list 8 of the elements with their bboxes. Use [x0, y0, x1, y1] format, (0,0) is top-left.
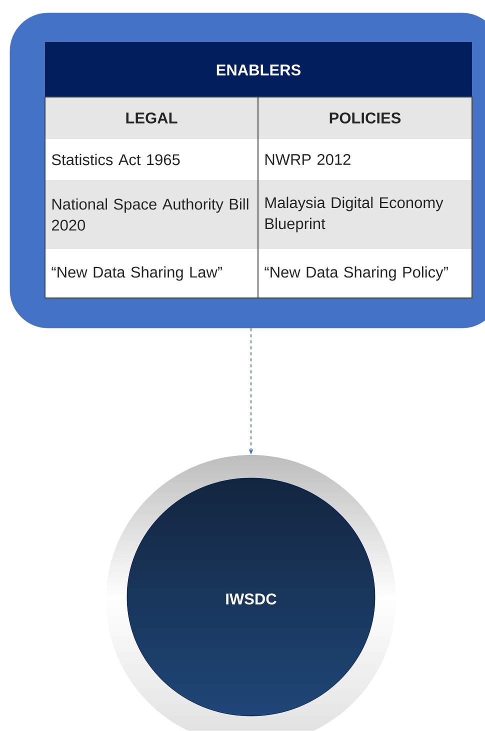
- table-cell: “New Data Sharing Law”: [45, 249, 258, 298]
- table-cell: “New Data Sharing Policy”: [258, 249, 472, 298]
- table-cell: Malaysia Digital Economy Blueprint: [258, 180, 472, 249]
- table-cell: Statistics Act 1965: [45, 139, 258, 180]
- column-header: LEGAL: [45, 97, 258, 139]
- table-cell: NWRP 2012: [258, 139, 472, 180]
- table-cell: National Space Authority Bill 2020: [45, 180, 258, 249]
- column-header: POLICIES: [258, 97, 472, 139]
